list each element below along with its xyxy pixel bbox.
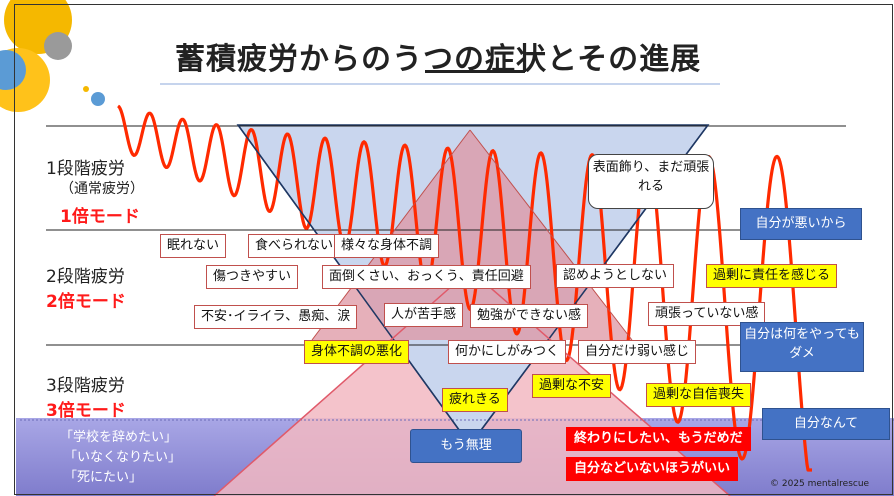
title-underline: [425, 70, 525, 73]
pink-triangle-right-edge: [469, 129, 633, 341]
quote-disappear: 「いなくなりたい」: [64, 450, 182, 465]
symptom-body-issues: 様々な身体不調: [334, 234, 440, 258]
symptom-denial: 認めようとしない: [556, 264, 675, 288]
stage2-name: 2段階疲労: [46, 267, 125, 287]
symptom-exhausted: 疲れきる: [442, 388, 508, 412]
symptom-excess-anxiety: 過剰な不安: [532, 374, 612, 398]
stage1-sub: （通常疲労）: [60, 181, 144, 197]
stage1-name: 1段階疲労: [46, 159, 125, 179]
symptom-not-trying: 頑張っていない感: [648, 302, 766, 326]
stage3-name: 3段階疲労: [46, 376, 125, 396]
symptom-people-averse: 人が苦手感: [384, 303, 464, 327]
red-box-want-to-end: 終わりにしたい、もうだめだ: [566, 427, 751, 451]
symptom-excess-responsibility: 過剰に責任を感じる: [706, 264, 838, 288]
stage3-mode: 3倍モード: [46, 401, 126, 421]
symptom-easily-hurt: 傷つきやすい: [206, 265, 299, 289]
symptom-cant-sleep: 眠れない: [160, 234, 227, 258]
blue-box-useless: 自分は何をやってもダメ: [740, 322, 864, 372]
stage2-mode: 2倍モード: [46, 292, 126, 312]
quote-quit-school: 「学校を辞めたい」: [60, 430, 178, 445]
decor-circle-gray: [44, 32, 72, 60]
blue-box-my-fault: 自分が悪いから: [740, 208, 862, 240]
symptom-anxiety: 不安･イライラ、愚痴、涙: [194, 305, 358, 329]
copyright-text: © 2025 mentalrescue: [770, 479, 870, 489]
symptom-feel-weak: 自分だけ弱い感じ: [578, 340, 697, 364]
symptom-body-worsening: 身体不調の悪化: [304, 340, 410, 364]
decor-dot-blue: [91, 92, 105, 106]
stage1-mode: 1倍モード: [60, 207, 140, 227]
quote-want-die: 「死にたい」: [64, 470, 143, 485]
slide-border: [14, 4, 893, 495]
blue-box-me-nothing: 自分なんて: [762, 408, 890, 440]
blue-box-no-more: もう無理: [410, 429, 522, 463]
symptom-avoid-responsibility: 面倒くさい、おっくう、責任回避: [322, 265, 531, 289]
decor-circle-blue: [0, 50, 26, 90]
callout-keep-trying: 表面飾り、まだ頑張れる: [588, 154, 714, 209]
symptom-confidence-loss: 過剰な自信喪失: [646, 383, 752, 407]
red-box-better-gone: 自分などいないほうがいい: [566, 457, 739, 481]
symptom-clinging: 何かにしがみつく: [448, 340, 567, 364]
decor-dot-yellow: [83, 86, 89, 92]
symptom-cant-eat: 食べられない: [248, 234, 341, 258]
symptom-cant-study: 勉強ができない感: [470, 304, 589, 328]
